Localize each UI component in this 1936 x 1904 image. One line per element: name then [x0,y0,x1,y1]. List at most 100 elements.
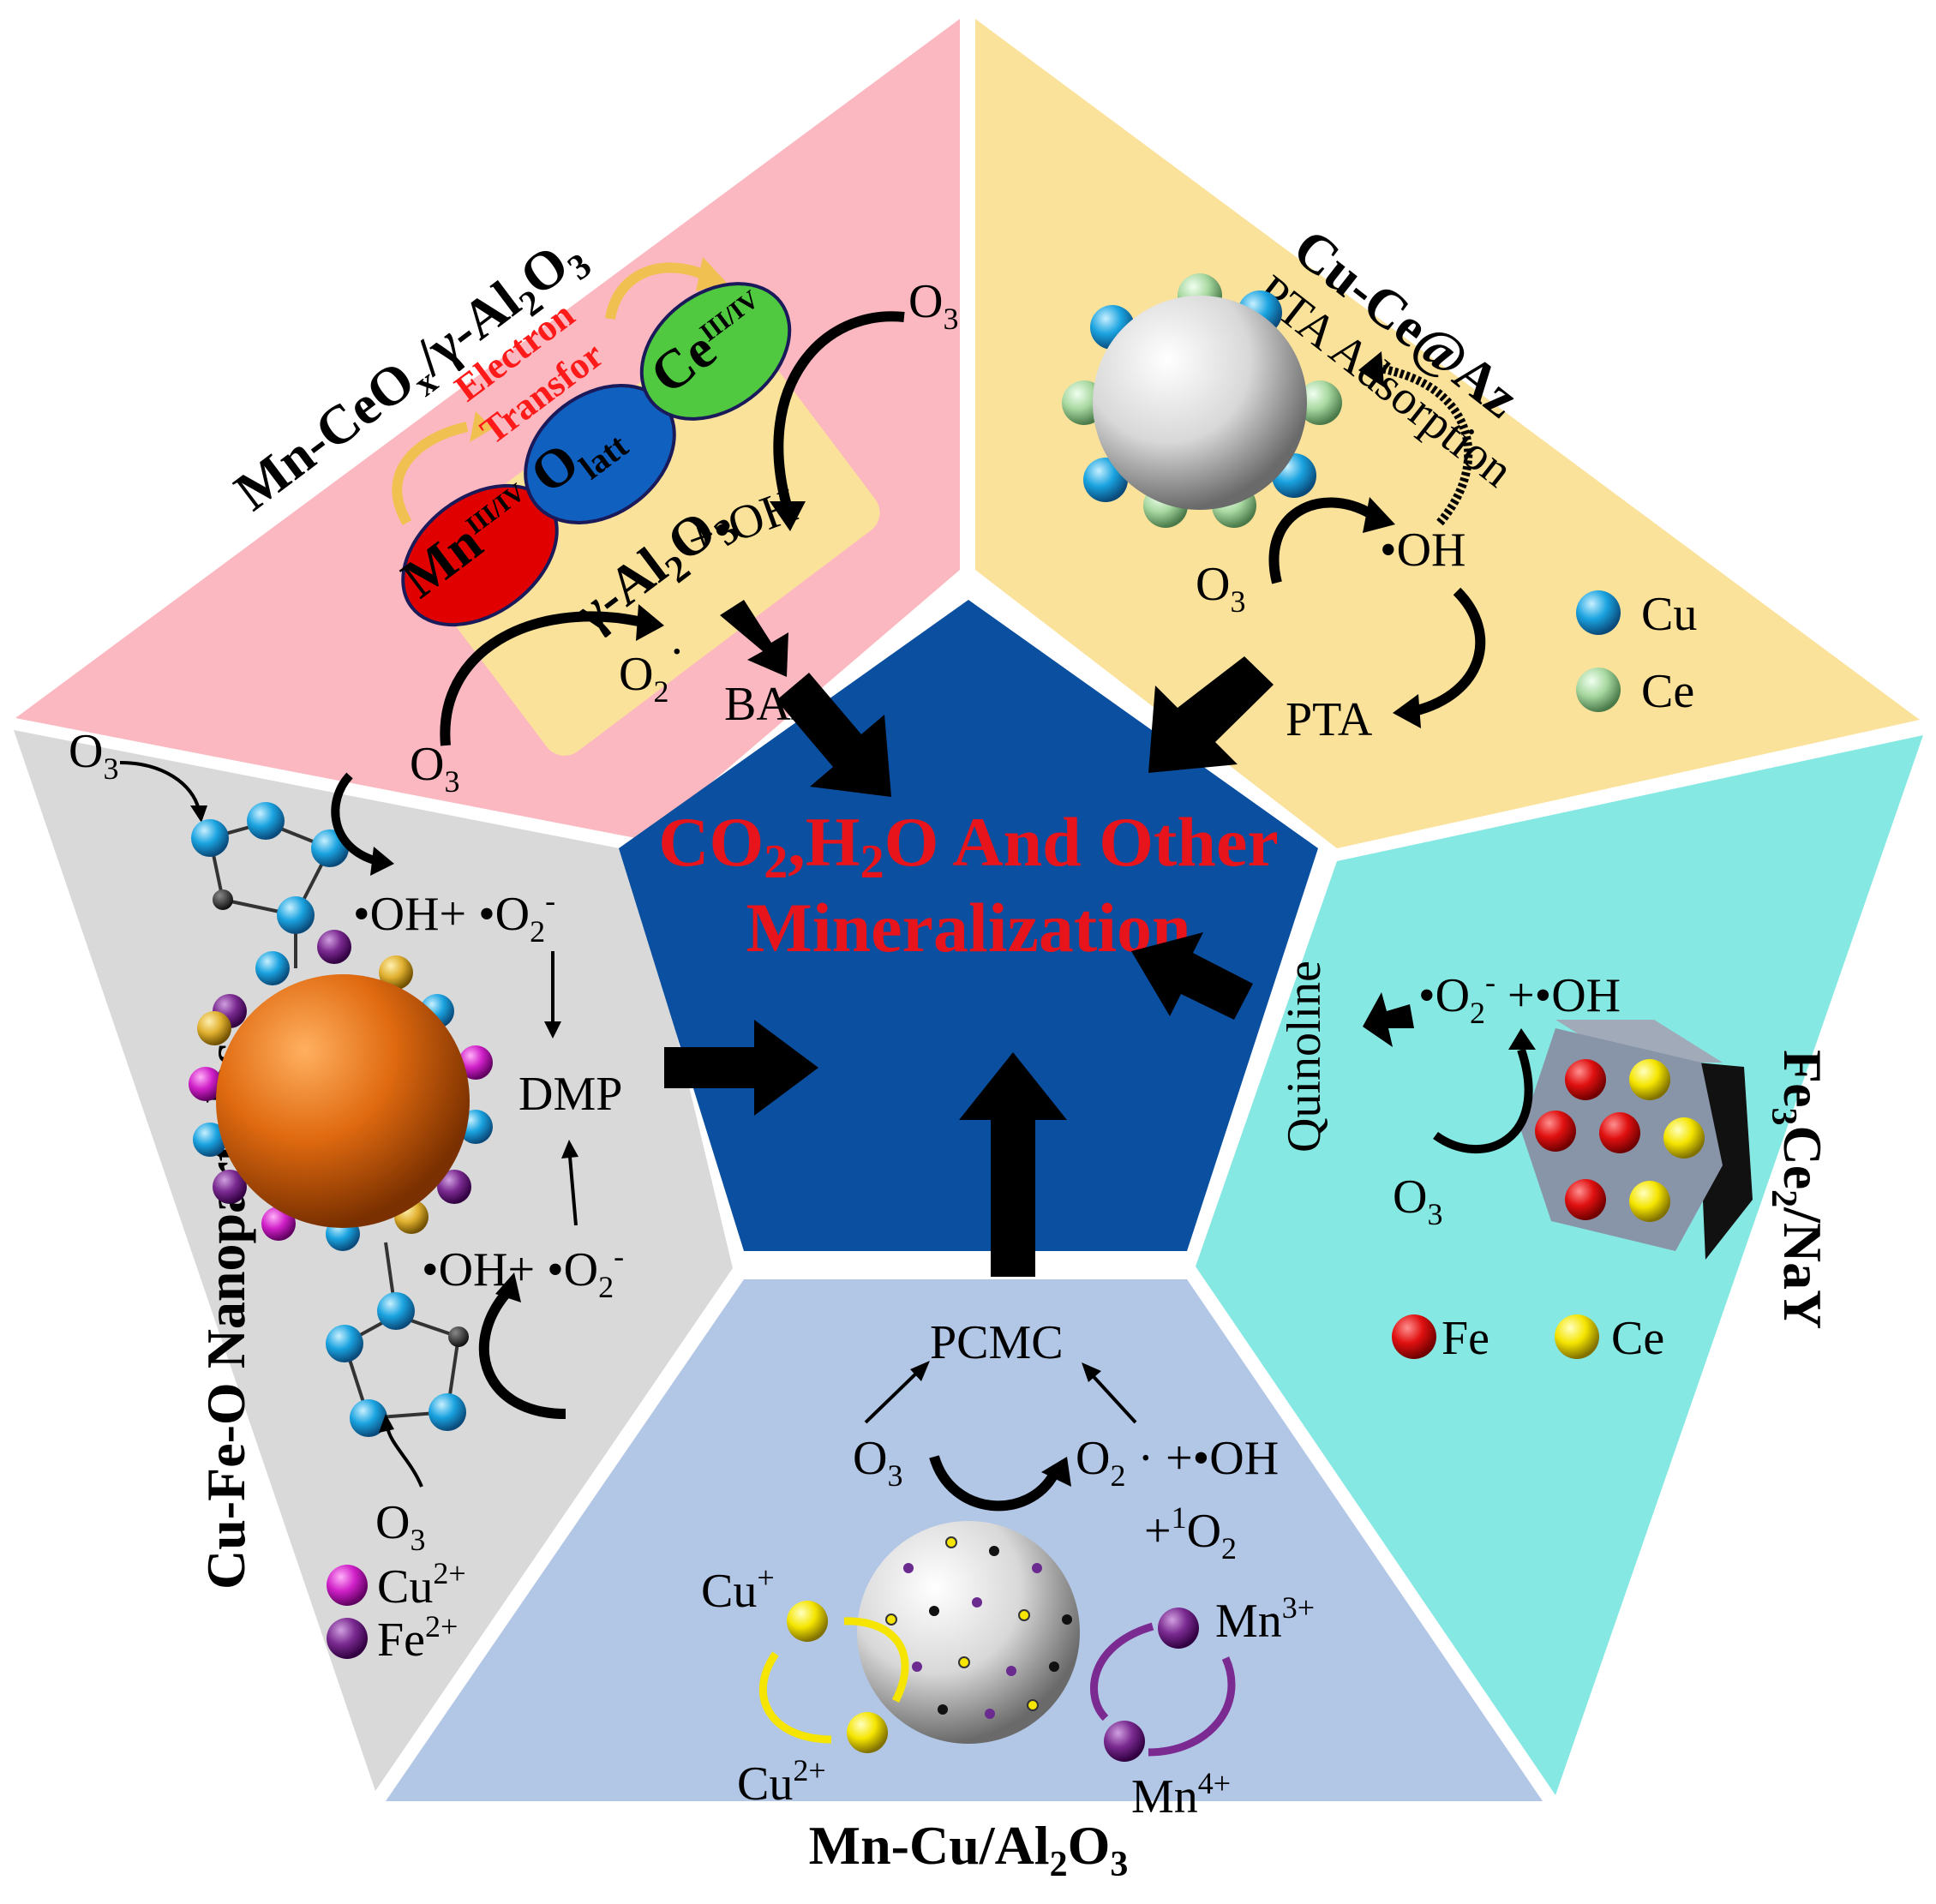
o3-bottom-arrow [440,611,640,746]
surface-site [912,1662,922,1672]
arrows-to-center [664,656,1274,1277]
arrow-o3-to-pcmc [864,1367,923,1424]
o3-to-radicals-arrowhead-left [370,847,394,876]
o3-to-radicals-arrowhead-right [1508,1028,1536,1050]
o3-top-label: O3 [908,275,958,336]
cu-atom [193,1123,227,1157]
o3-to-radicals-arrow-left [331,772,379,865]
fe-atom [1565,1059,1606,1100]
cu-atom [255,951,290,985]
fe-atom [437,1170,471,1204]
arrow-from-cu-ce [1148,656,1274,773]
cu-atom [191,819,229,857]
title-fe3ce2-nay: Fe3Ce2/NaY [1764,1050,1833,1329]
legend-fe2plus-icon [327,1618,368,1659]
arrowhead-radicals-bottom-to-dmp [561,1140,578,1159]
surface-site [1018,1609,1030,1621]
legend-ce-icon [1576,668,1621,712]
arrowhead-o3-to-pcmc [910,1361,930,1381]
mn-cu-support-sphere [857,1521,1080,1744]
arrow-from-cu-fe-o [664,1020,818,1116]
o3-bottom-arrowhead [636,604,664,641]
pta-adsorption-arrowhead [1358,351,1384,387]
mn-redox-arrow-left [1090,1622,1154,1721]
oh-to-pta-arrow [1412,587,1486,716]
oh-label-tr: •OH [1380,524,1466,577]
surface-site [958,1656,970,1668]
legend-ce-yellow-icon [1555,1314,1599,1359]
cu-redox-arrow-right [843,1617,909,1703]
o3-label-right: O3 [1393,1171,1442,1231]
surface-site [972,1597,982,1608]
cu-plus-atom [787,1601,828,1642]
nay-zeolite-crystal [1521,1020,1753,1260]
ce-atom [1629,1181,1670,1222]
fe-atom [213,1170,247,1204]
legend-cu2plus-icon [327,1565,368,1606]
ce-atom [379,955,413,990]
surface-site [945,1536,957,1548]
o3-bottom-arrowhead-molecule [379,1414,394,1433]
surface-site [929,1606,939,1616]
legend-cu2plus-label: Cu2+ [377,1556,466,1614]
surface-site [1006,1666,1016,1676]
ce-atom [1629,1059,1670,1100]
cu-ce-catalyst [1062,273,1342,528]
surface-site [1049,1662,1059,1672]
fe-atom [1535,1111,1576,1152]
carbon-atom [448,1326,469,1347]
ce-atom [1298,380,1342,425]
ce-atom [1663,1117,1705,1159]
cu-redox-arrow-left [758,1651,832,1744]
gamma-al2o3-support [414,320,880,756]
surface-site [1062,1614,1072,1625]
cu-atom [277,896,315,934]
quinoline-label: Quinoline [1278,961,1331,1153]
pcmc-label: PCMC [930,1316,1064,1369]
oh-to-pta-arrowhead [1393,694,1421,728]
fe-atom [1565,1179,1606,1220]
cu-atom [350,1399,387,1437]
legend-ce-label: Ce [1641,665,1694,718]
radicals-label-right: •O2- +•OH [1418,965,1621,1030]
cu-atom [326,1325,363,1362]
arrow-from-fe3ce2 [1131,932,1253,1020]
electron-transfer-arrow-left [392,422,469,526]
arrowhead-radicals-to-dmp [544,1021,561,1039]
o3-top-arrowhead-left [190,805,207,823]
o3-to-oh-arrow [773,311,905,507]
surface-site [989,1546,999,1556]
legend-ce-yellow-label: Ce [1611,1312,1664,1365]
o3-to-o2-arrow [929,1455,1059,1512]
cu-2plus-atom [847,1712,888,1753]
surface-site [1027,1699,1039,1711]
cu-atom [247,802,285,840]
mn-4plus-label: Mn4+ [1131,1766,1231,1823]
o3-bottom-arrow-molecule [386,1426,423,1488]
electron-transfer-arrowhead-left [470,411,493,442]
cu-plus-label: Cu+ [701,1560,775,1618]
baa-label: BAA [724,678,826,731]
radicals-top-left: •OH+ •O2- [353,883,555,949]
cu-atom [377,1292,415,1330]
electron-transfer-arrow-right [605,262,705,320]
cu2-atom [261,1206,296,1241]
cu-fe-o-nanoparticle [189,930,493,1251]
o3-to-oh-arrowhead-tr [1363,497,1395,533]
arrow-from-mn-ceox [776,673,891,797]
carbon-atom [213,889,233,910]
mn-3plus-label: Mn3+ [1215,1590,1315,1648]
arrow-radicals-bottom-to-dmp [568,1156,578,1226]
cu2-atom [189,1067,223,1101]
o3-to-radicals-arrow-right [1433,1048,1533,1153]
legend-cu-label: Cu [1641,588,1697,641]
surface-site [985,1709,995,1719]
radicals-bottom-left: •OH+ •O2- [422,1239,624,1304]
o2-label-bottom: O2 · +•OH [1076,1432,1279,1493]
center-line2: Mineralization [746,889,1190,967]
fe-atom [1599,1112,1640,1153]
o3-bottom-arrow-left [478,1290,566,1419]
cu-atom [429,1393,466,1431]
center-pentagon [619,600,1318,1251]
